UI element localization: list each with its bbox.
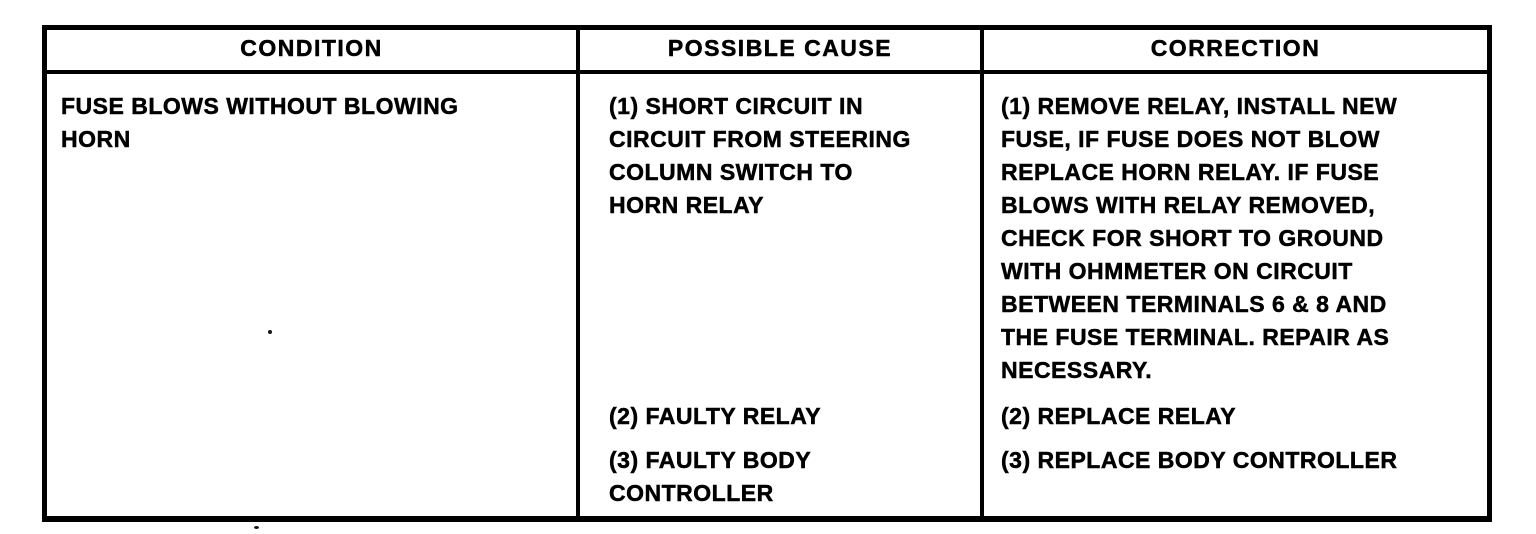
correction-item-3-cell: (3) REPLACE BODY CONTROLLER — [980, 434, 1487, 516]
condition-cell: FUSE BLOWS WITHOUT BLOWING HORN — [61, 93, 459, 153]
cause-item-3-cell: (3) FAULTY BODY CONTROLLER — [576, 434, 980, 516]
table-row: (2) FAULTY RELAY (2) REPLACE RELAY — [47, 388, 1487, 434]
troubleshooting-table: CONDITION POSSIBLE CAUSE CORRECTION FUSE… — [42, 25, 1492, 522]
table-row: FUSE BLOWS WITHOUT BLOWING HORN (1) SHOR… — [47, 74, 1487, 388]
column-header-condition: CONDITION — [47, 30, 576, 74]
table-body: FUSE BLOWS WITHOUT BLOWING HORN (1) SHOR… — [47, 74, 1487, 516]
correction-item-1-cell: (1) REMOVE RELAY, INSTALL NEW FUSE, IF F… — [980, 74, 1487, 388]
table-row: (3) FAULTY BODY CONTROLLER (3) REPLACE B… — [47, 434, 1487, 516]
scan-speck — [254, 526, 259, 529]
cause-item-1-cell: (1) SHORT CIRCUIT IN CIRCUIT FROM STEERI… — [576, 74, 980, 388]
cause-item-2-cell: (2) FAULTY RELAY — [576, 388, 980, 434]
scan-speck — [268, 330, 272, 334]
column-header-possible-cause: POSSIBLE CAUSE — [576, 30, 980, 74]
column-header-correction: CORRECTION — [980, 30, 1487, 74]
table-header-row: CONDITION POSSIBLE CAUSE CORRECTION — [47, 30, 1487, 74]
correction-item-2-cell: (2) REPLACE RELAY — [980, 388, 1487, 434]
